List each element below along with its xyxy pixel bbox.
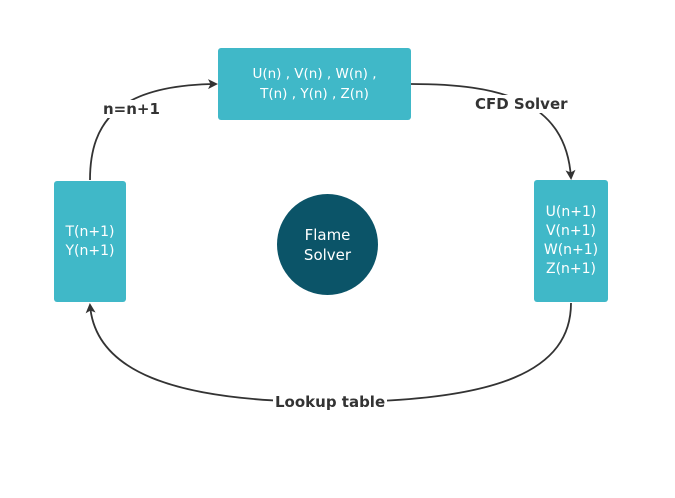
- state-next-u: U(n+1): [545, 204, 597, 220]
- flame-solver-node: Flame Solver: [277, 194, 378, 295]
- state-next-z: Z(n+1): [545, 261, 597, 277]
- state-next-t: T(n+1): [65, 223, 115, 240]
- state-n-line-1: U(n) , V(n) , W(n) ,: [252, 66, 377, 82]
- state-n-box: U(n) , V(n) , W(n) , T(n) , Y(n) , Z(n): [218, 48, 411, 120]
- state-next-w: W(n+1): [543, 242, 599, 258]
- state-next-y: Y(n+1): [65, 242, 115, 259]
- edge-lookup-table-label: Lookup table: [273, 393, 388, 411]
- flame-solver-line-1: Flame: [304, 225, 351, 244]
- state-next-v: V(n+1): [545, 223, 596, 239]
- state-n-line-2: T(n) , Y(n) , Z(n): [260, 86, 369, 102]
- edge-increment-arrow: [89, 79, 218, 181]
- state-next-ty-box: T(n+1) Y(n+1): [54, 181, 126, 302]
- flame-solver-line-2: Solver: [303, 245, 352, 264]
- state-next-uvwz-box: U(n+1) V(n+1) W(n+1) Z(n+1): [534, 180, 608, 302]
- edge-lookup-table-arrow: [85, 302, 572, 403]
- edge-cfd-solver-label: CFD Solver: [473, 95, 570, 113]
- edge-increment-label: n=n+1: [101, 100, 162, 118]
